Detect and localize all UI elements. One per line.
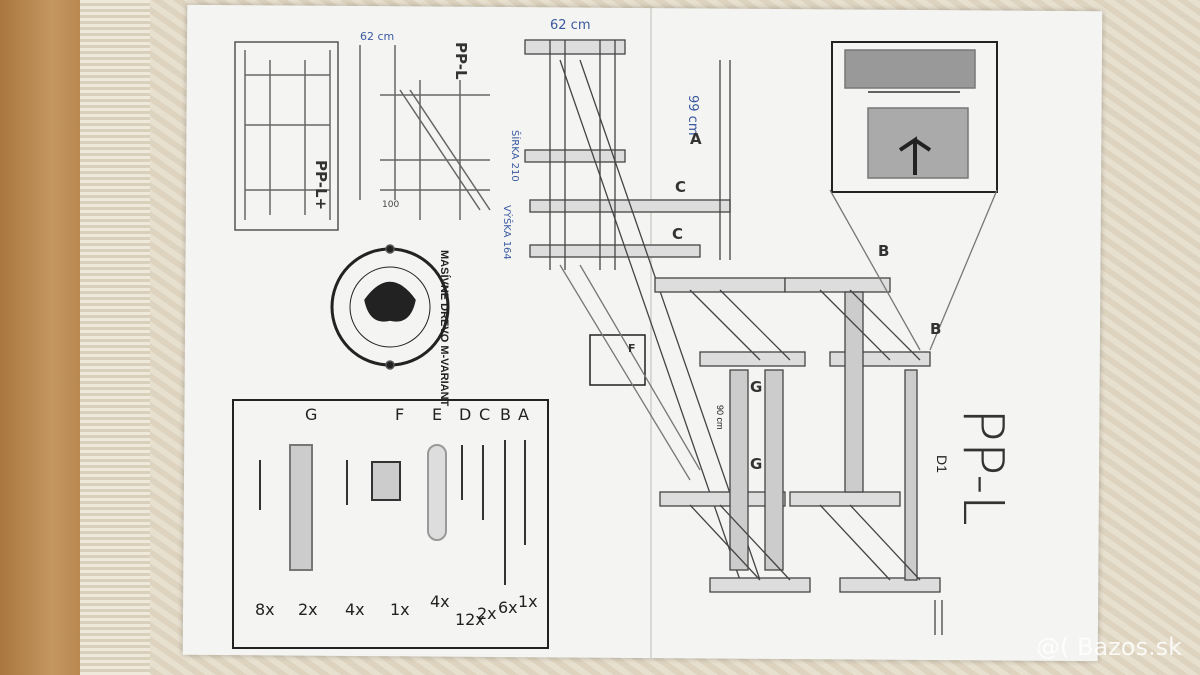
label-b1: B [878,242,890,260]
dim-width-top: 62 cm [550,18,591,33]
label-f: F [628,342,636,355]
part-g: G [305,405,318,424]
count-a: 1x [518,592,538,611]
part-c: C [479,405,491,424]
parts-box [232,399,549,649]
thumb-label-left: PP-L+ [312,160,330,211]
part-e: E [432,405,443,424]
count-g3: 8x [255,600,275,619]
count-b: 6x [498,598,518,617]
part-d: D [459,405,472,424]
label-g1: G [750,378,763,396]
count-e: 4x [430,592,450,611]
page-title: PP-L [950,408,1015,526]
count-f: 1x [390,600,410,619]
dim-thumb-100: 100 [382,200,400,210]
detail-inset [831,41,998,193]
mattress-edge [80,0,150,675]
dim-d1: D1 [934,455,950,473]
f-bracket-inset [589,334,646,386]
part-f: F [395,405,405,424]
dim-width-thumb: 62 cm [360,30,395,43]
part-b: B [500,405,511,424]
count-g1: 4x [345,600,365,619]
watermark: @( Bazos.sk [1036,633,1182,661]
label-a: A [690,130,702,148]
count-d: 12x [455,610,485,629]
dim-gap: 90 cm [715,405,725,430]
label-c1: C [675,178,687,196]
count-g2: 2x [298,600,318,619]
count-c: 2x [477,604,497,623]
tree-icon [364,281,416,322]
label-c2: C [672,225,684,243]
logo-text: MASÍVNE DREVO M-VARIANT [438,250,450,407]
dim-side1: ŠÍRKA 210 [509,130,520,182]
thumb-label-right: PP-L [452,42,470,80]
thumbnail-ppl [359,45,491,220]
dim-side2: VÝŠKA 164 [501,205,512,260]
thumbnail-ppl-plus [234,41,339,231]
label-g2: G [750,455,763,473]
paper-fold [650,8,652,658]
label-b2: B [930,320,942,338]
part-a: A [518,405,529,424]
